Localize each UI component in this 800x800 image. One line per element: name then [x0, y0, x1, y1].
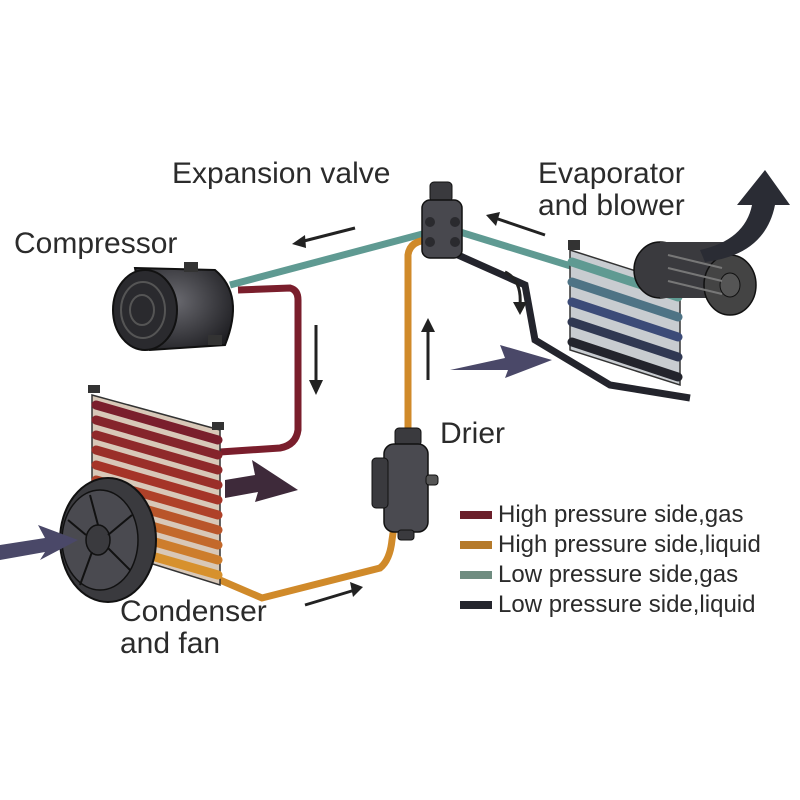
condenser-fan — [59, 477, 157, 603]
coil-tube — [91, 430, 223, 475]
coil-tube — [567, 317, 683, 362]
legend-label: Low pressure side,liquid — [498, 591, 756, 618]
coil-tube — [567, 337, 683, 382]
airflow-arrow-condenser-out — [225, 460, 298, 502]
flow-arrow-from-evaporator — [494, 216, 546, 237]
expansion-valve — [421, 181, 463, 259]
drier — [371, 427, 439, 541]
pipe-low-liquid-to-evaporator — [456, 251, 691, 402]
legend-swatch-high-liquid — [460, 541, 492, 549]
coil-tube — [567, 297, 683, 342]
pipe-low-gas-to-compressor — [229, 228, 431, 289]
pipe-high-gas-to-condenser — [219, 284, 302, 456]
coil-tube — [567, 277, 683, 322]
label-evaporator-and-blower: Evaporator and blower — [538, 157, 685, 222]
airflow-arrow-evaporator-out — [700, 170, 790, 262]
flow-arrow-to-evaporator — [504, 270, 522, 306]
label-expansion-valve: Expansion valve — [172, 157, 391, 190]
legend-item: Low pressure side,liquid — [460, 590, 761, 620]
blower — [633, 241, 757, 316]
legend-item: High pressure side,gas — [460, 500, 761, 530]
flow-arrow-to-compressor — [299, 226, 356, 244]
legend-swatch-high-gas — [460, 511, 492, 519]
coil-tube — [91, 460, 223, 505]
coil-tube — [91, 445, 223, 490]
label-condenser-and-fan: Condenser and fan — [120, 595, 267, 660]
compressor — [112, 262, 234, 352]
label-compressor: Compressor — [14, 227, 178, 260]
coil-tube — [91, 400, 223, 445]
legend-swatch-low-liquid — [460, 601, 492, 609]
legend-label: High pressure side,gas — [498, 501, 744, 528]
flow-arrows — [292, 212, 546, 607]
coil-tube — [91, 415, 223, 460]
legend-item: High pressure side,liquid — [460, 530, 761, 560]
legend-item: Low pressure side,gas — [460, 560, 761, 590]
pipe-high-liquid-to-drier — [218, 519, 399, 602]
legend-label: Low pressure side,gas — [498, 561, 739, 588]
airflow-arrow-evaporator-in — [450, 345, 552, 378]
label-drier: Drier — [440, 417, 505, 450]
legend-swatch-low-gas — [460, 571, 492, 579]
legend: High pressure side,gas High pressure sid… — [460, 500, 761, 620]
airflow-arrow-condenser-in — [0, 525, 78, 560]
legend-label: High pressure side,liquid — [498, 531, 761, 558]
flow-arrow-condenser-out — [304, 588, 356, 607]
